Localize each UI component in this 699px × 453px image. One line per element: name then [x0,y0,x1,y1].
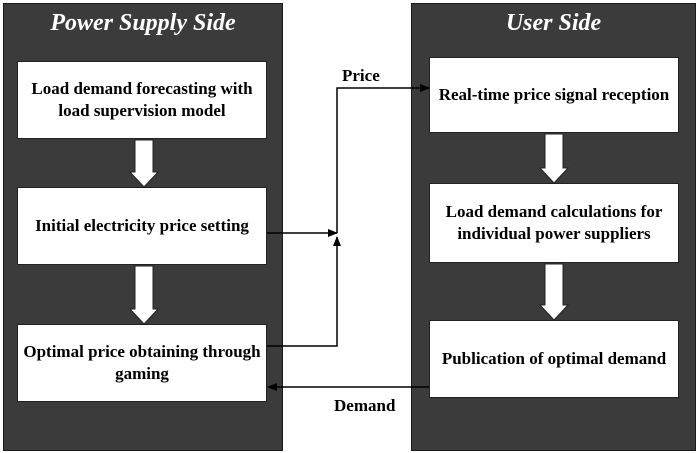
down-arrow-2 [128,265,160,325]
price-reception-text: Real-time price signal reception [438,85,670,104]
price-connector [336,84,430,233]
load-forecasting-text: Load demand forecasting with load superv… [31,79,253,120]
load-calculation-text: Load demand calculations for individual … [445,202,663,243]
optimal-price-text: Optimal price obtaining through gaming [23,342,261,383]
price-label: Price [342,66,380,85]
load-calculation-box: Load demand calculations for individual … [429,183,679,263]
down-arrow-1 [128,139,160,188]
optimal-price-connector [267,236,341,347]
down-arrow-3 [538,133,570,184]
down-arrow-4 [538,263,570,321]
price-reception-box: Real-time price signal reception [429,57,679,133]
user-side-title: User Side [505,10,602,36]
publication-text: Publication of optimal demand [441,349,667,368]
power-supply-side-title: Power Supply Side [50,10,236,36]
initial-price-box: Initial electricity price setting [17,187,267,265]
load-forecasting-box: Load demand forecasting with load superv… [17,61,267,139]
demand-label: Demand [334,396,396,415]
initial-price-text: Initial electricity price setting [35,216,249,235]
publication-box: Publication of optimal demand [429,320,679,398]
optimal-price-box: Optimal price obtaining through gaming [17,324,267,402]
